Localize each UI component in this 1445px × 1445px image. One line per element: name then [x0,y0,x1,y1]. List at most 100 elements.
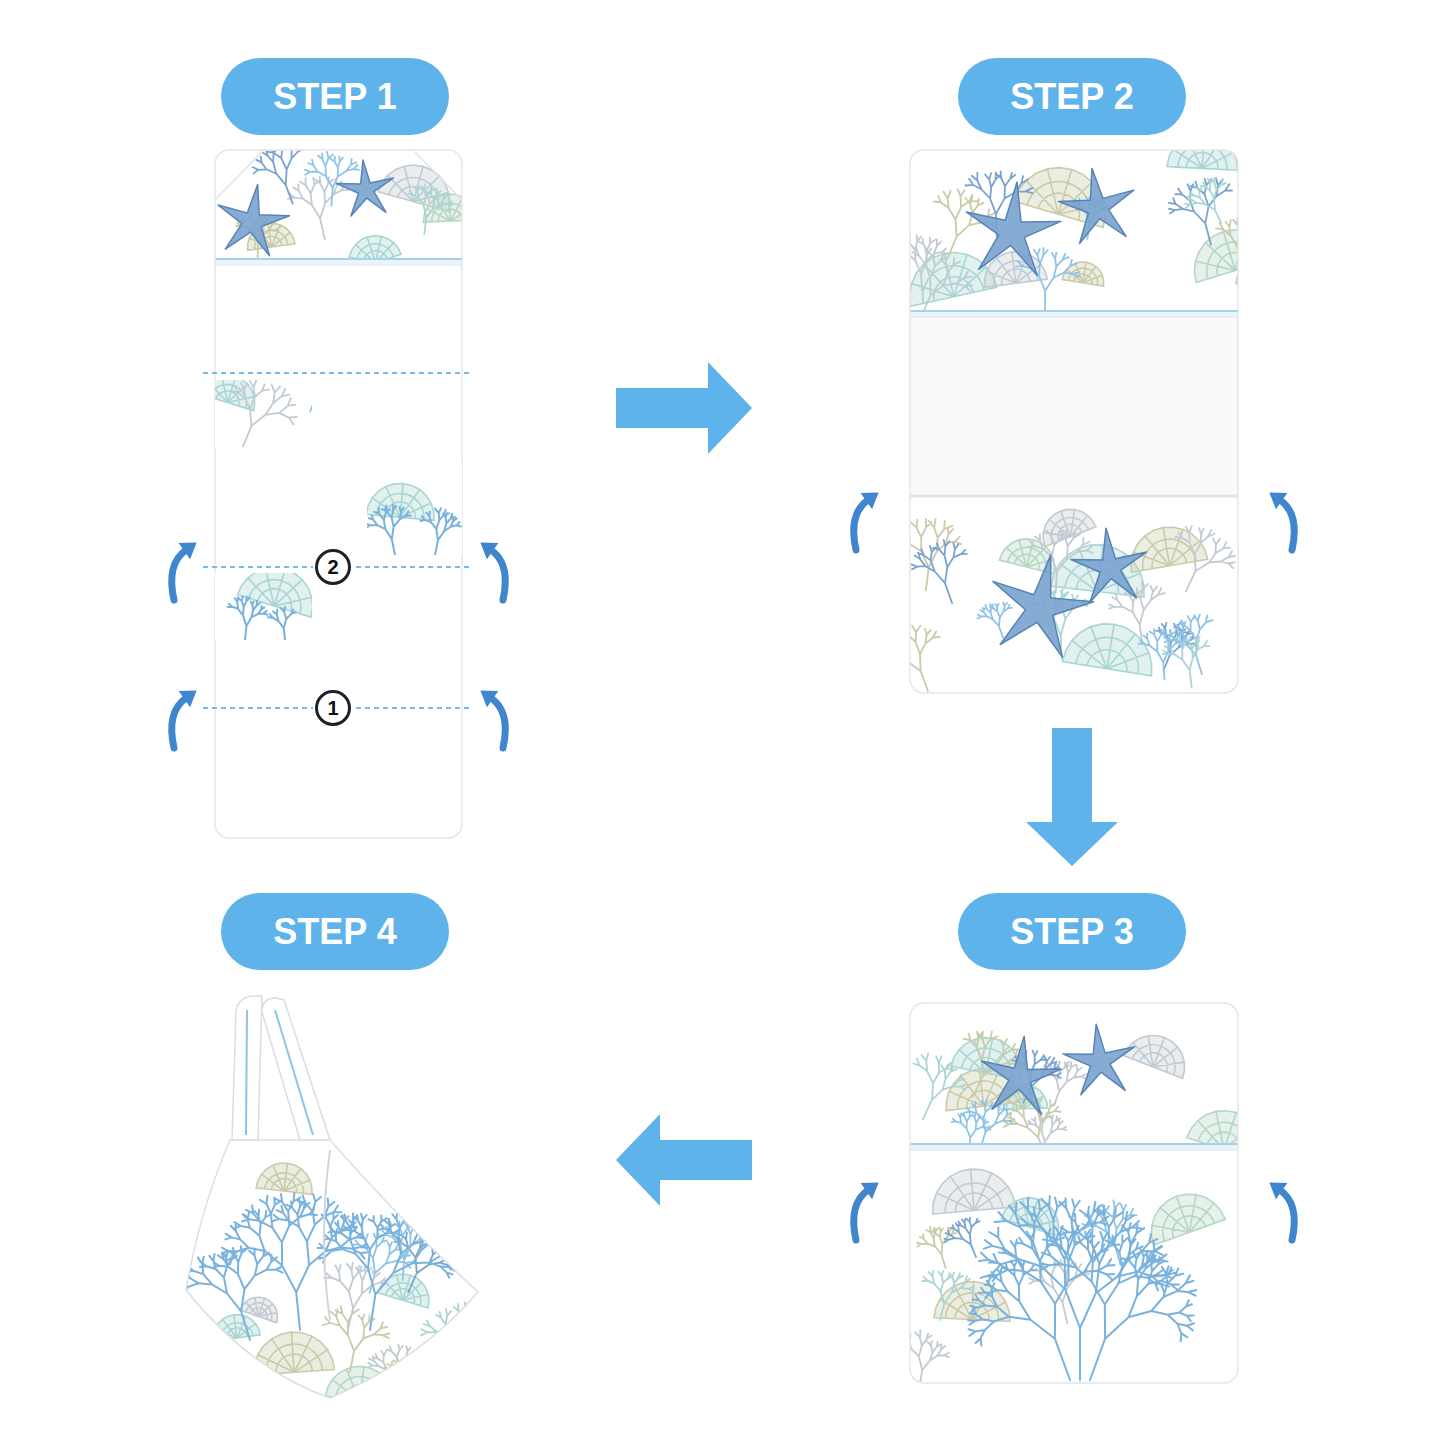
shell [349,236,402,258]
print-pattern [215,573,312,640]
shell [1063,624,1152,676]
starfish [993,555,1094,657]
shell [240,1297,277,1322]
coral [1109,583,1165,645]
fold-arrowhead [179,691,197,708]
callout-number: 2 [327,557,338,577]
coral [383,1357,429,1401]
print-pattern [910,150,1238,310]
fold-arrowhead [1269,1183,1287,1200]
starfish [1071,528,1147,602]
step-panel: STEP 3 [752,866,1300,1396]
fold-arrowhead [179,543,197,560]
hood-seam [215,152,262,200]
coral [228,596,268,640]
fold-arrowhead [861,493,879,510]
coral [323,1306,390,1372]
coral [421,1302,485,1369]
print-pattern [910,1151,1238,1383]
coral [944,1218,979,1257]
step-label: STEP 4 [221,893,449,970]
coral [966,1100,1015,1143]
coral [910,235,947,291]
towel-outline [215,150,462,838]
starfish [1063,1024,1135,1095]
print-pattern [215,380,312,447]
towel-folded [910,1003,1238,1383]
coral [1027,1113,1067,1143]
starfish [337,160,394,216]
step-label: STEP 1 [221,58,449,135]
coral [1176,526,1235,592]
coral [922,1271,974,1320]
fold-arrow [491,698,505,748]
print-pattern [910,498,1238,693]
step-arrow [616,1114,752,1206]
stripe-line [910,310,1238,312]
coral [305,152,359,206]
stripe-line [910,317,1238,318]
starfish [966,182,1061,275]
stripe-line [910,1150,1238,1151]
coral [253,150,304,204]
stripe [215,258,462,265]
shell [1167,150,1237,170]
coral [968,1226,1114,1381]
fold-arrow [1280,1190,1294,1240]
fold-arrow [491,550,505,600]
coral [1042,1061,1086,1105]
shell [1124,1036,1185,1079]
coral [1169,178,1232,245]
bag-strap [262,998,330,1140]
coral [1029,1260,1089,1323]
bag-strap [232,996,262,1140]
stripe-line [910,1143,1238,1145]
step-arrow [616,362,752,454]
fold-arrowhead [480,543,498,560]
coral [1041,1232,1197,1380]
stripe [910,310,1238,317]
coral [318,1212,455,1330]
coral [910,1330,949,1383]
fold-arrow [1280,500,1294,550]
bag-body [180,1135,490,1405]
fold-arrowhead [480,691,498,708]
starfish [982,1036,1061,1114]
shell [325,1367,393,1405]
print-ground [910,150,1238,310]
coral [180,1246,283,1340]
coral [913,1053,965,1119]
fold-arrow [854,500,868,550]
stripe-line [215,258,462,260]
coral [305,380,312,411]
print-ground [215,150,462,258]
strap-print [246,1010,247,1135]
shell [1043,509,1096,546]
towel-folded [910,150,1238,693]
starfish [1059,168,1134,243]
callout-number: 1 [327,698,338,718]
step-panel: STEP 2 [752,55,1300,728]
fold-arrowhead [861,1183,879,1200]
callout-circle: 1 [315,690,351,726]
print-ground [180,1135,485,1405]
coral [1185,178,1226,223]
hood-seam [415,152,462,200]
coral [288,177,349,240]
coral [910,626,940,691]
starfish [218,184,290,255]
towel-flat [215,150,462,838]
step-panel: STEP 4 [150,866,616,1376]
callout-circle: 2 [315,549,351,585]
fold-line [203,372,470,374]
shell [1151,1194,1225,1245]
print-pattern [367,463,462,555]
coral [911,540,967,603]
step-label: STEP 3 [958,893,1186,970]
towel-body [215,150,462,838]
towel-outline [910,150,1238,693]
shell [254,1332,334,1375]
print-ground [910,498,1238,693]
